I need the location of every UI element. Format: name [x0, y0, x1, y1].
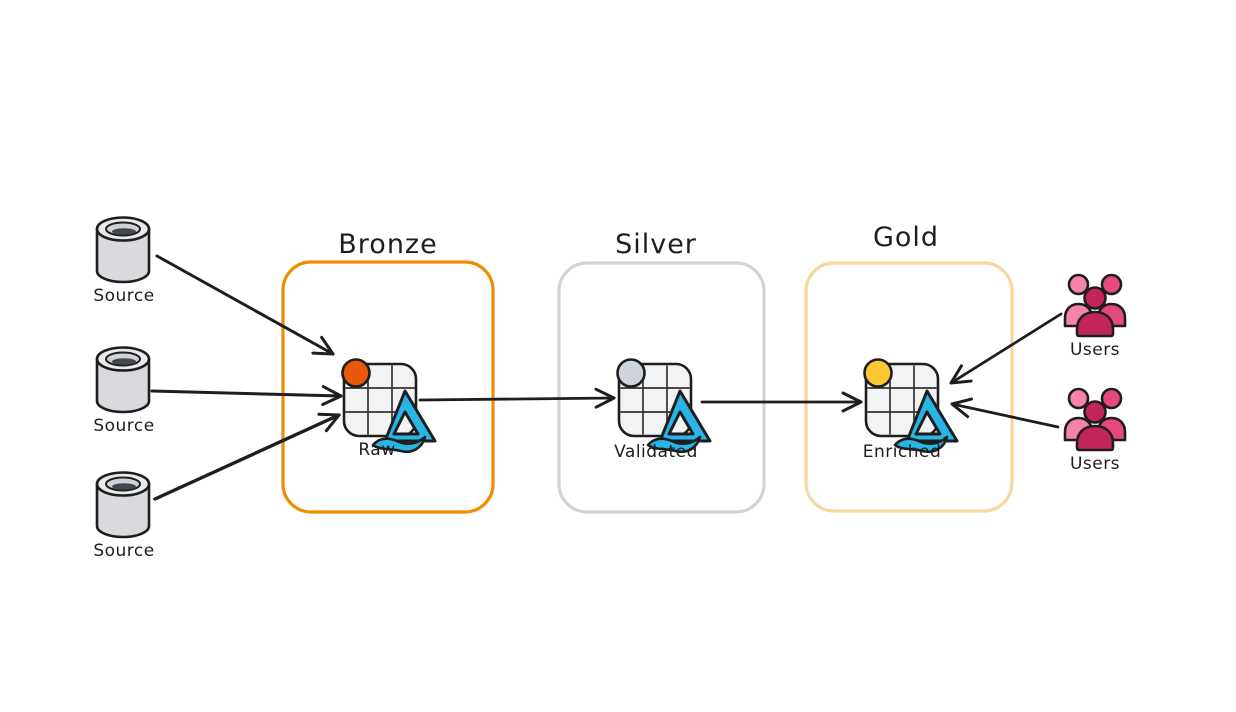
source-node-3: Source [93, 471, 154, 561]
silver-layer: Silver [557, 229, 766, 514]
logo-wave [646, 435, 702, 454]
raw-table-label: Raw [358, 440, 395, 460]
arrow-source2-to-raw [150, 385, 343, 407]
source-node-1: Source [93, 216, 154, 306]
arrow-source3-to-raw [153, 412, 341, 501]
flow-arrows [150, 254, 1063, 501]
database-cylinder-icon [95, 357, 151, 414]
enriched-table-label: Enriched [863, 442, 942, 462]
raw-table-node: Raw [341, 358, 437, 460]
users-label: Users [1070, 454, 1120, 474]
bronze-layer-box [281, 260, 495, 514]
delta-lake-logo-icon [893, 389, 959, 454]
source-label: Source [93, 286, 154, 306]
source-node-2: Source [93, 346, 154, 436]
enriched-status-badge [863, 358, 893, 388]
raw-status-badge [341, 358, 371, 388]
database-cylinder-icon [95, 482, 151, 539]
cylinder-shadow [112, 358, 136, 365]
database-cylinder-icon [95, 227, 151, 284]
arrow-users1-to-enriched [949, 312, 1063, 385]
users-group-icon [1063, 273, 1127, 338]
users-label: Users [1070, 340, 1120, 360]
logo-wave [371, 435, 427, 454]
validated-table-label: Validated [614, 442, 698, 462]
gold-layer-title: Gold [873, 222, 939, 253]
arrow-raw-to-validated [418, 387, 616, 409]
cylinder-shadow [112, 228, 136, 235]
source-label: Source [93, 541, 154, 561]
silver-layer-box [557, 261, 766, 514]
validated-status-badge [616, 358, 646, 388]
users-group-icon [1063, 387, 1127, 452]
gold-layer-box [804, 261, 1014, 513]
delta-lake-logo-icon [371, 389, 437, 454]
bronze-layer: Bronze [281, 229, 495, 514]
delta-lake-logo-icon [646, 389, 712, 454]
bronze-layer-title: Bronze [338, 229, 437, 260]
logo-wave [893, 435, 949, 454]
arrow-source1-to-raw [155, 254, 335, 356]
cylinder-shadow [112, 483, 136, 490]
gold-layer: Gold [804, 222, 1014, 513]
validated-table-node: Validated [614, 358, 712, 462]
enriched-table-node: Enriched [863, 358, 959, 462]
arrow-users2-to-enriched [950, 397, 1060, 429]
users-node-2: Users [1063, 387, 1127, 474]
source-label: Source [93, 416, 154, 436]
users-node-1: Users [1063, 273, 1127, 360]
silver-layer-title: Silver [615, 229, 697, 260]
